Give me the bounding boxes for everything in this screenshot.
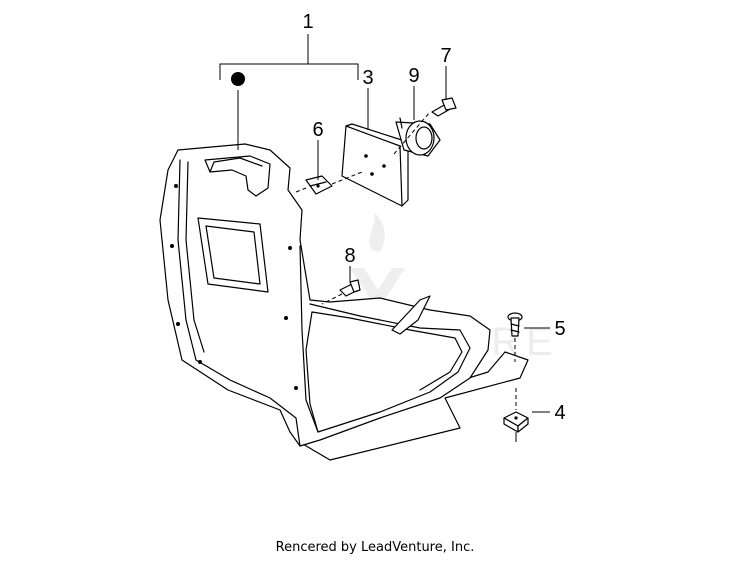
cover-shell	[159, 143, 491, 447]
callout-6: 6	[312, 119, 323, 141]
part-4-nut[interactable]	[503, 411, 529, 433]
part-9-bracket[interactable]	[395, 117, 441, 157]
cover-inner-edge	[305, 311, 463, 433]
part-5-screw[interactable]	[507, 312, 523, 337]
callout-4: 4	[554, 402, 565, 424]
cover-holes	[170, 184, 298, 390]
part-3-plate[interactable]	[341, 123, 409, 207]
leader-lines	[219, 34, 550, 442]
footer-credit: Rencered by LeadVenture, Inc.	[275, 540, 475, 555]
part-1-cover[interactable]	[159, 143, 529, 461]
part-7-screw[interactable]	[431, 97, 457, 117]
cover-window-inner	[205, 225, 261, 285]
callout-3: 3	[362, 67, 373, 89]
callout-7: 7	[440, 45, 451, 67]
part-6-clip-nut[interactable]	[305, 175, 333, 195]
cover-flange	[391, 295, 431, 335]
cover-wall	[177, 159, 301, 447]
callout-1: 1	[302, 11, 313, 33]
cover-top-cup-rim	[209, 157, 263, 173]
watermark-logo	[350, 212, 405, 310]
callout-8: 8	[344, 245, 355, 267]
part-8-screw[interactable]	[339, 279, 361, 297]
cover-window	[197, 217, 269, 293]
cover-wall-inner	[185, 161, 205, 353]
callout-9: 9	[408, 65, 419, 87]
callout-5: 5	[554, 318, 565, 340]
cover-top-cup	[204, 155, 271, 197]
